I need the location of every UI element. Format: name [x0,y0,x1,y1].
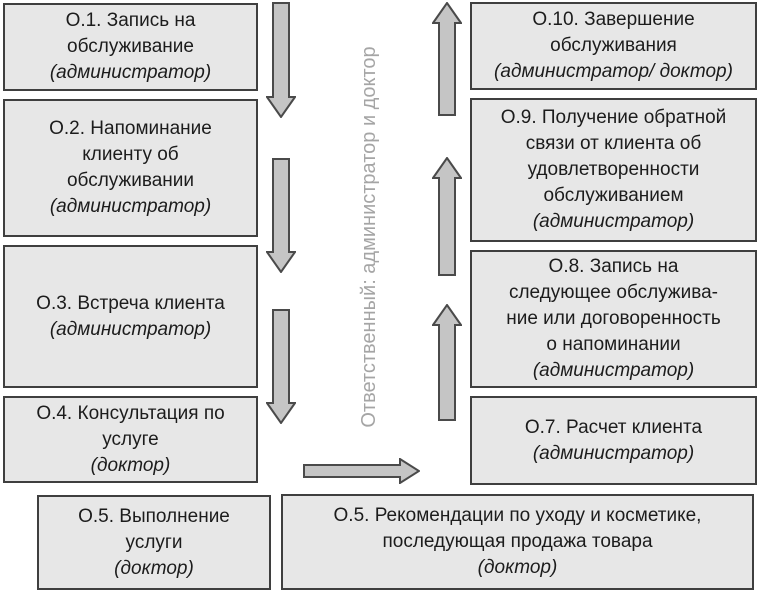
arrow-up-icon [432,157,462,276]
process-box-o9: О.9. Получение обратной связи от клиента… [470,98,757,242]
process-box-o5-bottom: О.5. Рекомендации по уходу и косметике, … [281,494,754,590]
arrow-down-icon [266,309,296,424]
process-box-o5-left-role: (доктор) [114,557,194,579]
process-box-o7-title: О.7. Расчет клиента [524,416,703,438]
process-box-o8-role: (администратор) [532,360,695,381]
process-box-o3-role: (администратор) [49,318,212,340]
process-box-o3: О.3. Встреча клиента (администратор) [3,245,258,388]
process-box-o7: О.7. Расчет клиента (администратор) [470,396,757,485]
process-box-o7-role: (администратор) [532,442,695,464]
arrow-up-icon [432,304,462,421]
process-box-o2-title: О.2. Напоминание клиенту об обслуживании [49,118,212,191]
process-box-o3-title: О.3. Встреча клиента [36,292,225,314]
process-box-o4-title: О.4. Консультация по услуге [36,402,225,450]
process-box-o9-title: О.9. Получение обратной связи от клиента… [500,107,727,206]
process-box-o10-role: (администратор/ доктор) [494,61,733,82]
process-box-o9-role: (администратор) [532,211,695,232]
process-box-o10: О.10. Завершение обслуживания (администр… [470,2,757,90]
process-box-o5-left-title: О.5. Выполнение услуги [78,505,230,553]
process-box-o4: О.4. Консультация по услуге (доктор) [3,396,258,483]
arrow-up-icon [432,2,462,116]
process-box-o2-role: (администратор) [49,196,212,217]
process-box-o8: О.8. Запись на следующее обслужива- ние … [470,250,757,388]
process-box-o4-role: (доктор) [90,454,171,476]
process-box-o1-title: О.1. Запись на обслуживание [65,10,196,57]
process-box-o8-title: О.8. Запись на следующее обслужива- ние … [506,256,721,355]
process-box-o1: О.1. Запись на обслуживание (администрат… [3,3,258,91]
process-box-o1-role: (администратор) [49,62,212,83]
process-box-o10-title: О.10. Завершение обслуживания [532,9,695,56]
arrow-down-icon [266,158,296,273]
process-box-o5-left: О.5. Выполнение услуги (доктор) [37,495,271,590]
process-box-o5-bottom-title: О.5. Рекомендации по уходу и косметике, … [333,505,702,552]
process-box-o5-bottom-role: (доктор) [477,557,558,578]
arrow-right-icon [303,458,420,484]
arrow-down-icon [266,2,296,118]
responsible-side-label: Ответственный: администратор и доктор [358,46,380,428]
process-box-o2: О.2. Напоминание клиенту об обслуживании… [3,99,258,237]
